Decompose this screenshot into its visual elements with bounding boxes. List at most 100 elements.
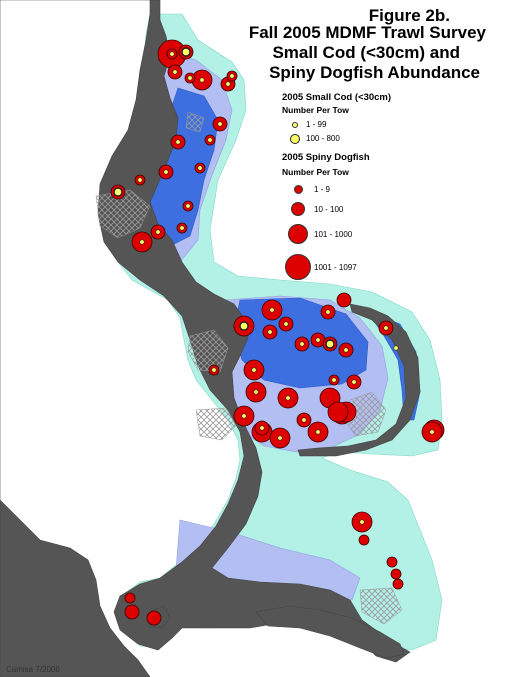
cod-marker [283, 321, 289, 327]
survey-station [167, 64, 183, 80]
cod-marker [383, 325, 389, 331]
survey-station [124, 604, 140, 620]
cod-marker [217, 121, 223, 127]
cod-marker [251, 367, 257, 373]
cod-marker [343, 347, 349, 353]
cod-marker [169, 51, 175, 57]
cod-marker [163, 169, 169, 175]
survey-station [243, 359, 265, 381]
legend-medium-red-circle-icon [291, 202, 305, 216]
legend-small-yellow-circle-icon [292, 122, 298, 128]
dogfish-marker [358, 534, 370, 546]
dogfish-marker [124, 604, 140, 620]
survey-station [212, 116, 228, 132]
cod-marker [359, 519, 365, 525]
cod-marker [172, 69, 178, 75]
survey-station [170, 134, 186, 150]
dogfish-marker [392, 578, 404, 590]
survey-station [320, 304, 336, 320]
survey-station [262, 324, 278, 340]
survey-station [204, 134, 216, 146]
survey-station [166, 48, 178, 60]
hatched-area-2 [187, 329, 229, 373]
dogfish-marker [146, 610, 162, 626]
survey-station [110, 184, 126, 200]
survey-station [392, 578, 404, 590]
cod-marker [207, 137, 213, 143]
survey-station [421, 421, 443, 443]
survey-station [226, 70, 238, 82]
cod-marker [299, 341, 305, 347]
survey-station [146, 610, 162, 626]
legend-large-red-circle-icon [288, 224, 308, 244]
survey-station [131, 231, 153, 253]
map-legend: 2005 Small Cod (<30cm) Number Per Tow 1 … [282, 92, 482, 281]
cod-marker [139, 239, 145, 245]
cod-marker [197, 165, 203, 171]
cod-marker [315, 337, 321, 343]
legend-cod-subheading: Number Per Tow [282, 105, 349, 115]
survey-station [278, 316, 294, 332]
cod-marker [331, 377, 337, 383]
hatched-area-4 [185, 111, 205, 133]
cape-cod-arm [297, 303, 421, 457]
map-credit: Camisa 7/2006 [6, 665, 60, 674]
survey-station [336, 292, 352, 308]
survey-station [194, 162, 206, 174]
survey-station [390, 568, 402, 580]
legend-dogfish-subheading: Number Per Tow [282, 167, 349, 177]
dogfish-marker [386, 556, 398, 568]
cod-marker [179, 225, 185, 231]
cod-marker [325, 309, 331, 315]
survey-station [184, 72, 196, 84]
cod-marker [325, 339, 335, 349]
survey-station [322, 336, 338, 352]
survey-station [254, 420, 270, 436]
legend-large-yellow-circle-icon [290, 134, 300, 144]
cod-marker [175, 139, 181, 145]
legend-dogfish-class-4: 1001 - 1097 [282, 253, 482, 281]
legend-dogfish-heading: 2005 Spiny Dogfish [282, 152, 370, 163]
legend-largest-red-circle-icon [285, 254, 311, 280]
cod-marker [241, 413, 247, 419]
cod-marker [211, 367, 217, 373]
cod-marker [429, 429, 435, 435]
cod-marker [267, 329, 273, 335]
survey-station [134, 174, 146, 186]
legend-cod-class-2: 100 - 800 [282, 134, 482, 146]
survey-station [328, 374, 340, 386]
dogfish-marker [124, 592, 136, 604]
cod-marker [199, 77, 205, 83]
dogfish-marker [390, 568, 402, 580]
survey-station [208, 364, 220, 376]
dogfish-marker [327, 401, 349, 423]
cod-marker [187, 75, 193, 81]
legend-cod-heading: 2005 Small Cod (<30cm) [282, 92, 392, 103]
cod-marker [185, 203, 191, 209]
figure-title: Fall 2005 MDMF Trawl Survey [248, 23, 486, 42]
survey-station [245, 381, 267, 403]
cod-marker [181, 47, 191, 57]
cod-marker [113, 187, 123, 197]
cod-marker [137, 177, 143, 183]
survey-station [338, 342, 354, 358]
survey-station [296, 412, 312, 428]
survey-station [346, 374, 362, 390]
survey-station [294, 336, 310, 352]
survey-station [182, 200, 194, 212]
cod-marker [269, 307, 275, 313]
survey-station [277, 387, 299, 409]
survey-station [178, 44, 194, 60]
survey-station [176, 222, 188, 234]
cod-marker [277, 435, 283, 441]
cod-marker [285, 395, 291, 401]
cod-marker [315, 429, 321, 435]
survey-station [307, 421, 329, 443]
cod-marker [239, 321, 249, 331]
cod-marker [393, 345, 399, 351]
survey-station [233, 315, 255, 337]
hatched-area-1 [95, 189, 151, 239]
hatched-area-6 [195, 407, 237, 441]
